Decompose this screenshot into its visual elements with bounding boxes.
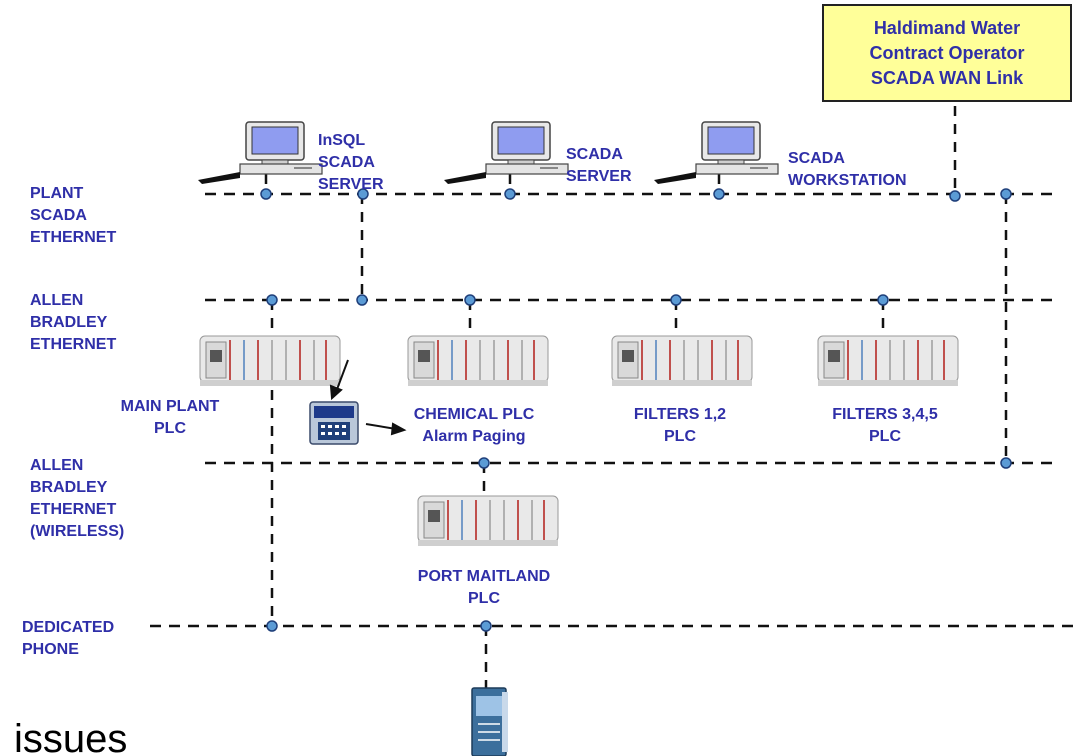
ab-wireless-label: ALLEN BRADLEY ETHERNET (WIRELESS) bbox=[30, 457, 125, 540]
plc-rack-icon bbox=[407, 335, 549, 387]
plc-rack-icon bbox=[611, 335, 753, 387]
filters-345-plc-label: FILTERS 3,4,5 PLC bbox=[832, 406, 938, 445]
plc-rack-icon bbox=[417, 495, 559, 547]
plc-rack-icon bbox=[817, 335, 959, 387]
computer-icon bbox=[197, 121, 323, 185]
computer-icon bbox=[443, 121, 569, 185]
scada-workstation-label: SCADA WORKSTATION bbox=[788, 150, 907, 189]
port-maitland-plc-label: PORT MAITLAND PLC bbox=[417, 568, 551, 607]
modem-icon bbox=[471, 687, 508, 756]
node-dots bbox=[260, 188, 1012, 632]
plc-rack-icon bbox=[199, 335, 341, 387]
arrow-icon bbox=[329, 359, 407, 436]
wan-link-box: Haldimand Water Contract Operator SCADA … bbox=[822, 4, 1072, 102]
insql-scada-server-label: InSQL SCADA SERVER bbox=[318, 132, 384, 193]
filters-12-plc-label: FILTERS 1,2 PLC bbox=[633, 406, 727, 445]
dedicated-phone-label: DEDICATED PHONE bbox=[22, 617, 119, 661]
main-plant-plc-label: MAIN PLANT PLC bbox=[120, 398, 220, 437]
ab-ethernet-label: ALLEN BRADLEY ETHERNET bbox=[30, 292, 117, 353]
plant-scada-ethernet-label: PLANT SCADA ETHERNET bbox=[30, 185, 117, 246]
scada-server-label: SCADA SERVER bbox=[566, 146, 632, 185]
alarm-pager-icon bbox=[309, 401, 359, 445]
bus-lines bbox=[150, 192, 1080, 628]
computer-icon bbox=[653, 121, 779, 185]
issues-text: issues bbox=[14, 717, 128, 756]
chemical-plc-label: CHEMICAL PLC Alarm Paging bbox=[413, 406, 535, 445]
